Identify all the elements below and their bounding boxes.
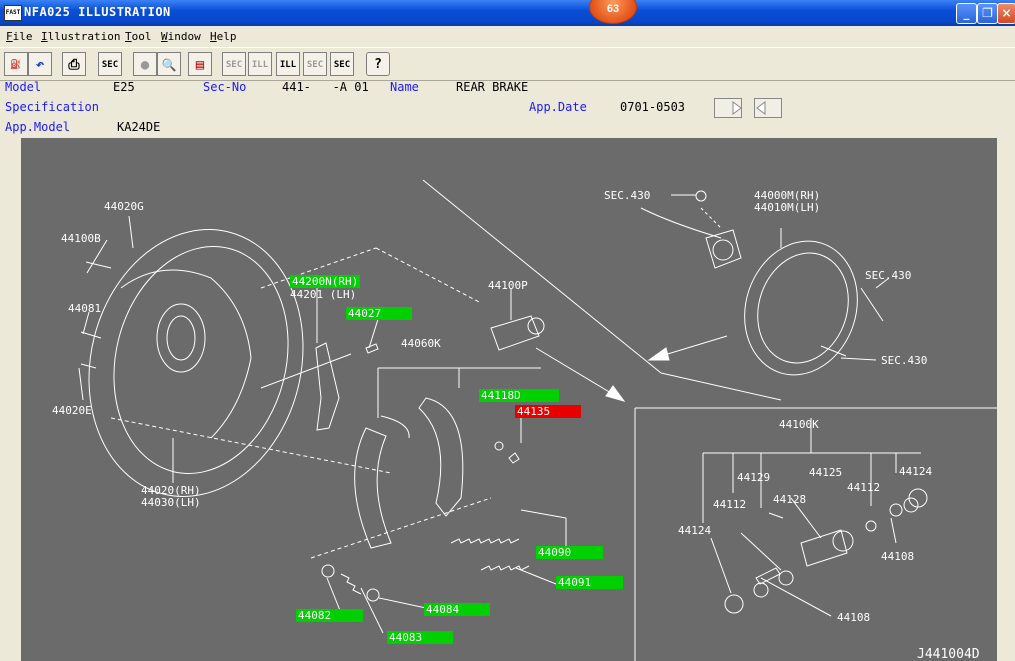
sec-prev-icon: SEC — [225, 60, 243, 70]
part-44083[interactable]: 44083 — [387, 631, 453, 644]
part-44082[interactable]: 44082 — [296, 609, 363, 622]
part-44124-right[interactable]: 44124 — [899, 465, 933, 478]
menu-bar: File Illustration Tool Window Help — [0, 26, 1015, 45]
window-title: NFA025 ILLUSTRATION — [24, 5, 171, 19]
circle-button[interactable]: ● — [133, 52, 157, 76]
print-icon: ⎙ — [68, 57, 80, 73]
part-44112-right[interactable]: 44112 — [847, 481, 881, 494]
sec430-top[interactable]: SEC.430 — [604, 189, 651, 202]
exit-icon: ⛽ — [10, 60, 22, 70]
part-44100P[interactable]: 44100P — [488, 279, 528, 292]
name-value: REAR BRAKE — [456, 80, 529, 94]
help-button[interactable]: ? — [366, 52, 390, 76]
ill-prev-button[interactable]: ILL — [248, 52, 272, 76]
spec-label: Specification — [5, 100, 99, 114]
part-44124-left[interactable]: 44124 — [678, 524, 712, 537]
part-44200N-rh[interactable]: 44200N(RH) — [290, 275, 361, 288]
sec-button[interactable]: SEC — [98, 52, 122, 76]
appmodel-label: App.Model — [5, 120, 71, 134]
secno-label: Sec-No — [203, 80, 247, 94]
part-44135[interactable]: 44135 — [515, 405, 581, 418]
part-44000M-rh[interactable]: 44000M(RH) — [754, 189, 821, 202]
prev-page-button[interactable] — [754, 98, 782, 118]
part-44125[interactable]: 44125 — [809, 466, 843, 479]
next-page-button[interactable] — [714, 98, 742, 118]
undo-icon: ↶ — [35, 57, 45, 73]
part-44081[interactable]: 44081 — [68, 302, 102, 315]
menu-tool[interactable]: Tool — [125, 30, 152, 43]
part-44084[interactable]: 44084 — [424, 603, 490, 616]
sec-next-icon: SEC — [306, 60, 324, 70]
brake-exploded-diagram — [78, 179, 997, 661]
sec-search-button[interactable]: SEC — [330, 52, 354, 76]
sec430-bottom[interactable]: SEC.430 — [881, 354, 928, 367]
help-icon: ? — [374, 57, 382, 72]
book-icon: ▤ — [195, 57, 205, 73]
part-44020-rh[interactable]: 44020(RH) — [141, 484, 201, 497]
appmodel-value: KA24DE — [117, 120, 161, 134]
part-44020G[interactable]: 44020G — [104, 200, 144, 213]
model-label: Model — [5, 80, 42, 94]
part-44118D[interactable]: 44118D — [479, 389, 559, 402]
sec-search-icon: SEC — [333, 60, 351, 70]
part-44100K[interactable]: 44100K — [779, 418, 819, 431]
sec-icon: SEC — [101, 60, 119, 70]
print-button[interactable]: ⎙ — [62, 52, 86, 76]
title-bar: FAST NFA025 ILLUSTRATION 63 _ ❐ × — [0, 0, 1015, 26]
appdate-value: 0701-0503 — [620, 100, 686, 114]
undo-button[interactable]: ↶ — [28, 52, 52, 76]
part-44108-bottom[interactable]: 44108 — [837, 611, 871, 624]
part-44129[interactable]: 44129 — [737, 471, 771, 484]
ill-prev-icon: ILL — [251, 60, 269, 70]
minimize-button[interactable]: _ — [956, 3, 977, 24]
zoom-icon: 🔍 — [161, 58, 177, 72]
zoom-button[interactable]: 🔍 — [157, 52, 181, 76]
notification-badge[interactable]: 63 — [589, 0, 637, 24]
triangle-left-icon — [756, 101, 766, 115]
sec-next-button[interactable]: SEC — [303, 52, 327, 76]
ill-next-button[interactable]: ILL — [276, 52, 300, 76]
menu-file[interactable]: File — [6, 30, 33, 43]
part-44027[interactable]: 44027 — [346, 307, 412, 320]
part-44030-lh[interactable]: 44030(LH) — [141, 496, 201, 509]
sec430-right[interactable]: SEC.430 — [865, 269, 912, 282]
book-button[interactable]: ▤ — [188, 52, 212, 76]
part-44020E[interactable]: 44020E — [52, 404, 92, 417]
menu-illustration[interactable]: Illustration — [41, 30, 121, 43]
circle-icon: ● — [140, 57, 150, 73]
part-44112-left[interactable]: 44112 — [713, 498, 747, 511]
part-44108-right[interactable]: 44108 — [881, 550, 915, 563]
menu-window[interactable]: Window — [161, 30, 201, 43]
appdate-label: App.Date — [529, 100, 587, 114]
sec-prev-button[interactable]: SEC — [222, 52, 246, 76]
illustration-id: J441004D — [917, 647, 980, 661]
app-icon: FAST — [4, 5, 22, 21]
part-44010M-lh[interactable]: 44010M(LH) — [754, 201, 821, 214]
maximize-button[interactable]: ❐ — [977, 3, 998, 24]
illustration-canvas[interactable]: 44020G 44100B 44081 44020E 44020(RH) 440… — [21, 138, 997, 661]
part-44100B[interactable]: 44100B — [61, 232, 101, 245]
triangle-right-icon — [732, 101, 742, 115]
part-44201-lh[interactable]: 44201 (LH) — [290, 288, 357, 301]
part-44060K[interactable]: 44060K — [401, 337, 441, 350]
model-value: E25 — [113, 80, 135, 94]
name-label: Name — [390, 80, 419, 94]
part-44090[interactable]: 44090 — [536, 546, 603, 559]
part-44128[interactable]: 44128 — [773, 493, 807, 506]
toolbar: ⛽ ↶ ⎙ SEC ● 🔍 ▤ SEC ILL ILL SEC SEC ? — [0, 47, 1015, 81]
menu-help[interactable]: Help — [210, 30, 237, 43]
secno-value: 441- -A 01 — [282, 80, 369, 94]
exit-button[interactable]: ⛽ — [4, 52, 28, 76]
ill-next-icon: ILL — [279, 60, 297, 70]
close-button[interactable]: × — [997, 3, 1015, 24]
part-44091[interactable]: 44091 — [556, 576, 623, 589]
